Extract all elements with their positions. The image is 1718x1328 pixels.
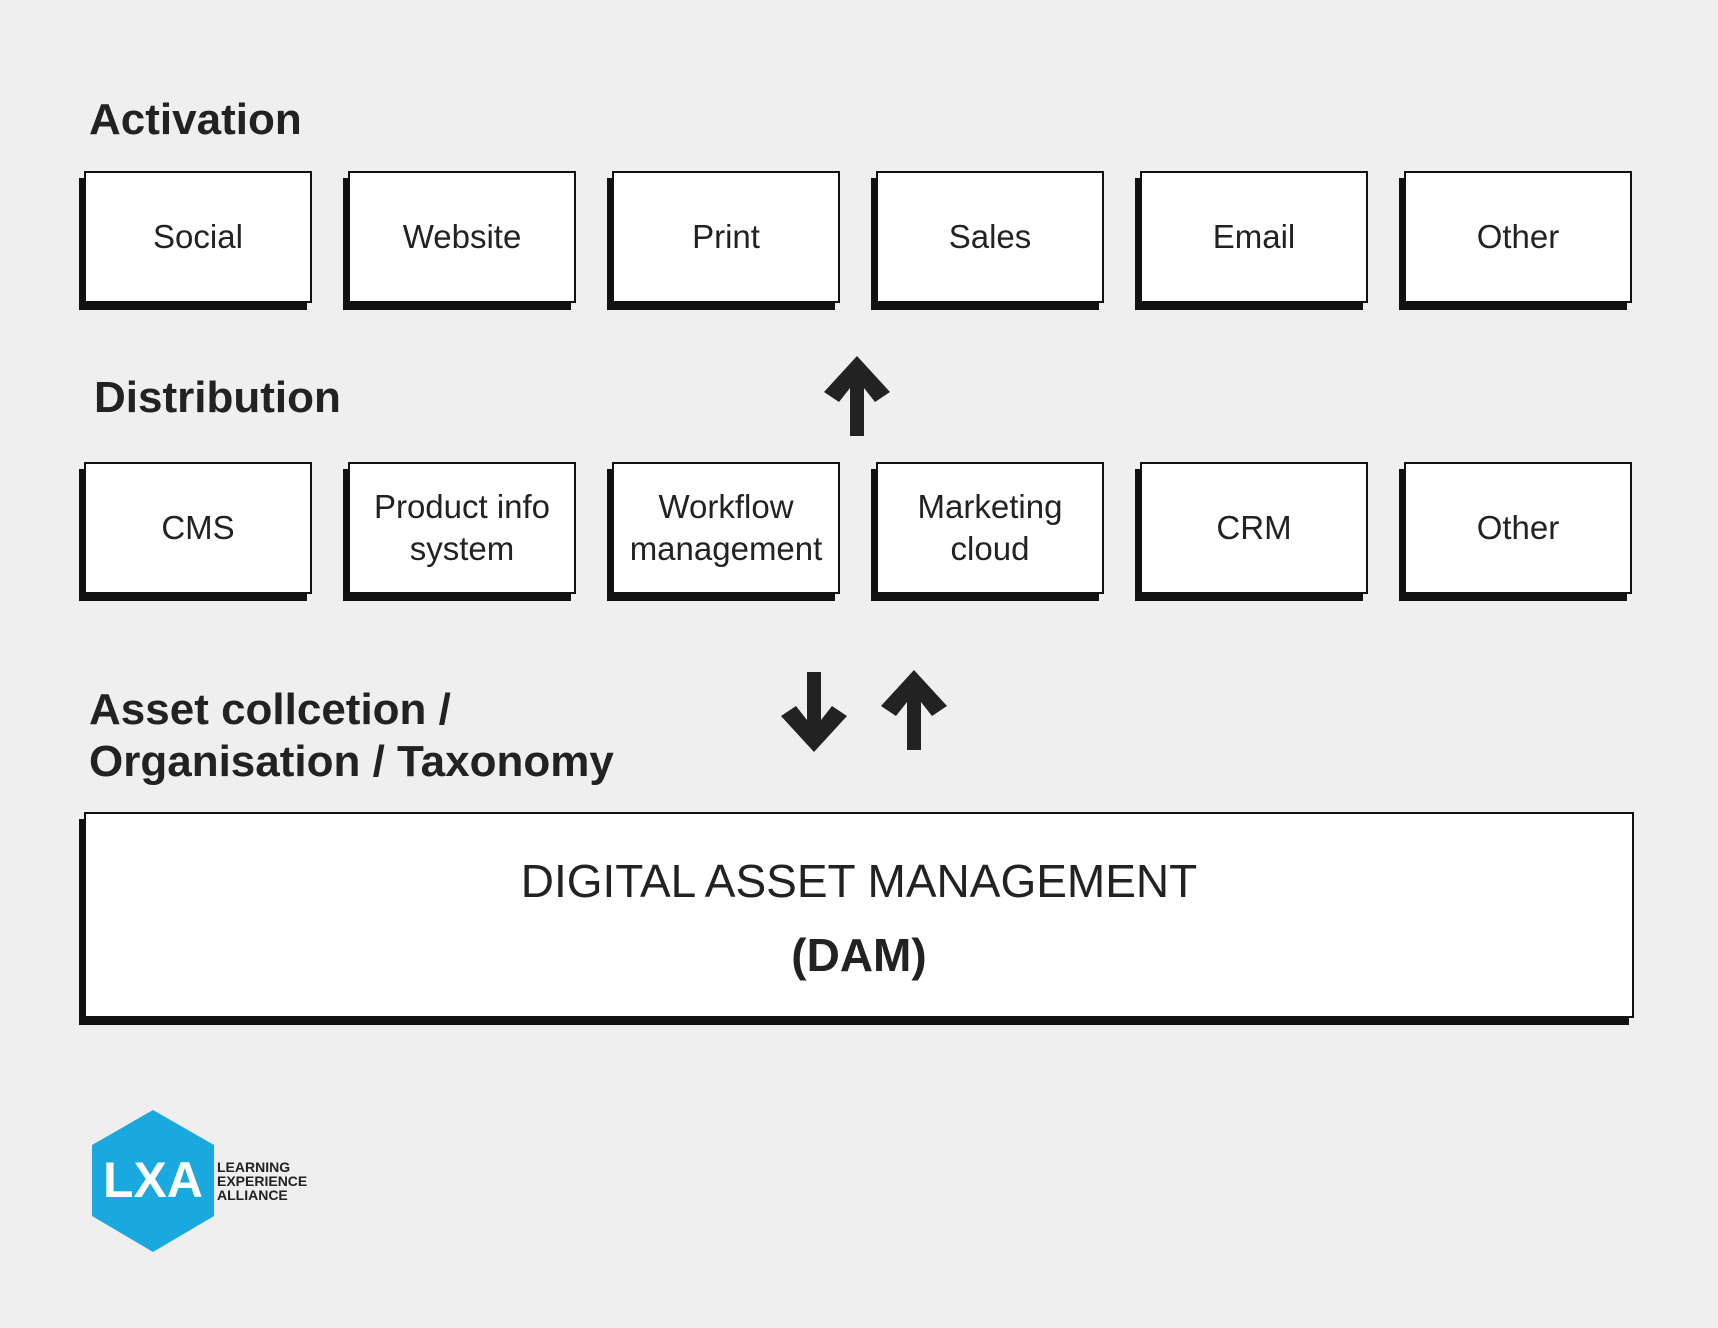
distribution-item-crm: CRM <box>1140 462 1368 594</box>
arrow-up-icon <box>881 670 947 750</box>
activation-item-website: Website <box>348 171 576 303</box>
logo-line-3: ALLIANCE <box>217 1187 288 1203</box>
logo-line-2: EXPERIENCE <box>217 1173 308 1189</box>
logo-line-1: LEARNING <box>217 1159 291 1175</box>
box-label: Social <box>153 218 243 255</box>
distribution-item-other: Other <box>1404 462 1632 594</box>
logo-wordmark: LEARNING EXPERIENCE ALLIANCE <box>217 1160 307 1202</box>
box-label: Print <box>692 218 760 255</box>
dam-box: DIGITAL ASSET MANAGEMENT (DAM) <box>84 812 1634 1018</box>
activation-item-print: Print <box>612 171 840 303</box>
distribution-item-pis: Product info system <box>348 462 576 594</box>
dam-abbreviation: (DAM) <box>791 929 927 981</box>
asset-heading-line-1: Asset collcetion / <box>89 685 451 734</box>
activation-item-email: Email <box>1140 171 1368 303</box>
logo-mark: LXA <box>103 1152 203 1208</box>
box-label: CRM <box>1216 509 1292 546</box>
box-label: Email <box>1212 218 1296 255</box>
box-label: Other <box>1476 218 1560 255</box>
box-label: Other <box>1476 509 1560 546</box>
distribution-item-marketing: Marketing cloud <box>876 462 1104 594</box>
dam-title: DIGITAL ASSET MANAGEMENT <box>520 855 1198 907</box>
arrow-up-icon <box>824 356 890 436</box>
distribution-heading: Distribution <box>94 373 341 422</box>
distribution-item-cms: CMS <box>84 462 312 594</box>
box-label: Marketing cloud <box>917 488 1063 567</box>
distribution-item-workflow: Workflow management <box>612 462 840 594</box>
hexagon-icon <box>92 1110 214 1252</box>
box-label: Workflow management <box>629 488 823 567</box>
arrow-down-icon <box>781 672 847 752</box>
asset-heading: Asset collcetion / Organisation / Taxono… <box>89 684 614 788</box>
box-label: CMS <box>161 509 235 546</box>
activation-item-social: Social <box>84 171 312 303</box>
activation-item-sales: Sales <box>876 171 1104 303</box>
box-label: Product info system <box>373 488 551 567</box>
asset-heading-line-2: Organisation / Taxonomy <box>89 737 614 786</box>
box-label: Sales <box>948 218 1032 255</box>
activation-item-other: Other <box>1404 171 1632 303</box>
box-label: Website <box>402 218 522 255</box>
activation-heading: Activation <box>89 95 302 144</box>
lxa-logo: LXA <box>92 1110 214 1252</box>
